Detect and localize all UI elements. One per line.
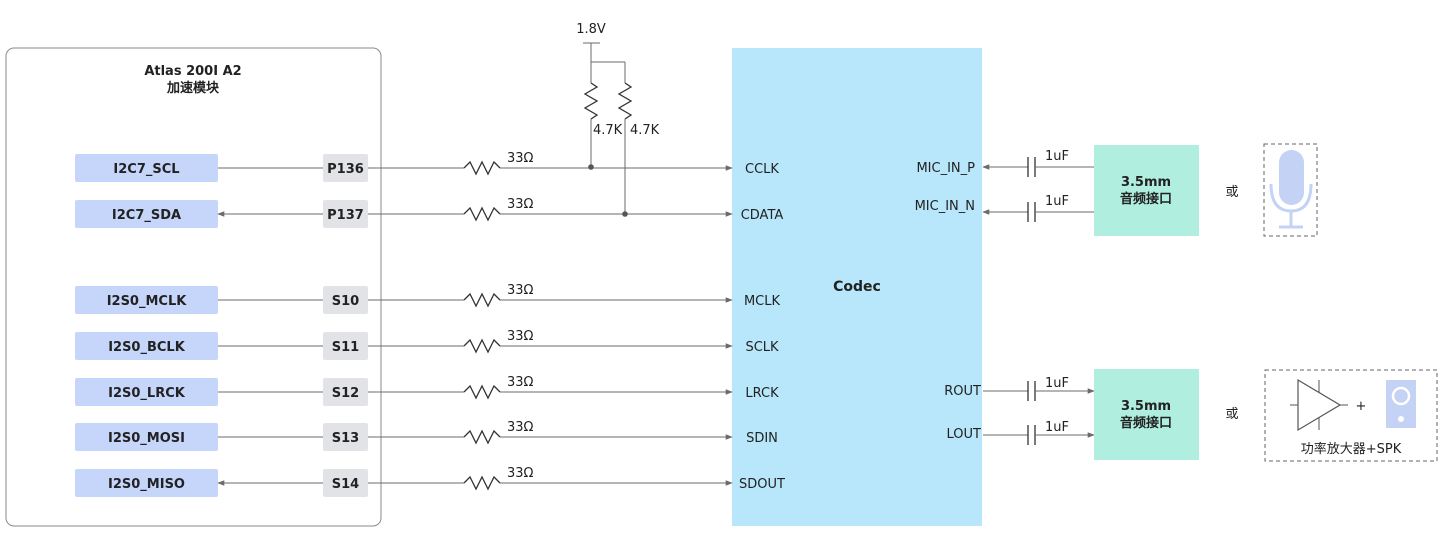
series-resistor [463, 384, 501, 400]
resistor-value: 33Ω [507, 283, 534, 298]
codec-pin-label: SCLK [745, 340, 779, 355]
signal-box [75, 286, 218, 314]
series-resistor [463, 475, 501, 491]
capacitor-value: 1uF [1045, 420, 1069, 435]
signal-box [75, 154, 218, 182]
amp-caption: 功率放大器+SPK [1301, 441, 1402, 457]
pin-label: S14 [332, 477, 359, 492]
codec-pin-rout: ROUT [944, 384, 981, 399]
codec-pin-mic-in-n: MIC_IN_N [915, 199, 975, 214]
codec-pin-mic-in-p: MIC_IN_P [916, 161, 975, 176]
signal-name: I2S0_LRCK [108, 386, 186, 401]
resistor-value: 33Ω [507, 420, 534, 435]
pin-label: P136 [327, 162, 364, 177]
pin-box [323, 469, 368, 497]
audio-output-path: ROUT 1uF LOUT 1uF 3.5mm 音频接口 或 + [944, 369, 1438, 462]
amplifier-icon [1290, 378, 1348, 432]
series-resistor [463, 206, 501, 222]
jack-label: 3.5mm [1121, 175, 1171, 190]
audio-jack-output [1094, 369, 1199, 460]
pin-box [323, 154, 368, 182]
signal-box [75, 423, 218, 451]
signal-name: I2C7_SDA [112, 208, 181, 223]
signal-name: I2S0_MOSI [108, 431, 185, 446]
signal-name: I2S0_BCLK [108, 340, 186, 355]
resistor-value: 33Ω [507, 197, 534, 212]
pin-label: P137 [327, 208, 364, 223]
microphone-icon [1263, 143, 1318, 237]
series-resistor [463, 292, 501, 308]
speaker-icon [1386, 380, 1416, 428]
supply-label: 1.8V [576, 22, 606, 37]
capacitor-value: 1uF [1045, 194, 1069, 209]
signal-box [75, 332, 218, 360]
codec-pin-label: CCLK [745, 162, 779, 177]
codec-pin-label: CDATA [741, 208, 784, 223]
pin-label: S12 [332, 386, 359, 401]
signal-row: I2C7_SCL P136 33Ω CCLK [75, 151, 779, 182]
pin-box [323, 332, 368, 360]
pullup-value-1: 4.7K [593, 123, 623, 138]
pin-box [323, 200, 368, 228]
signal-row: I2S0_BCLK S11 33Ω SCLK [75, 329, 779, 360]
or-label: 或 [1225, 407, 1238, 422]
signal-name: I2S0_MISO [108, 477, 185, 492]
resistor-value: 33Ω [507, 151, 534, 166]
codec-pin-label: MCLK [744, 294, 781, 309]
signal-row: I2S0_LRCK S12 33Ω LRCK [75, 375, 779, 406]
signal-name: I2C7_SCL [113, 162, 179, 177]
signal-name: I2S0_MCLK [107, 294, 188, 309]
codec-pin-lout: LOUT [947, 427, 982, 442]
codec-label: Codec [833, 279, 881, 295]
pullup-resistor-2 [617, 82, 633, 120]
module-title: Atlas 200I A2 [144, 64, 241, 79]
codec-pin-label: LRCK [745, 386, 779, 401]
capacitor-value: 1uF [1045, 149, 1069, 164]
pullup-value-2: 4.7K [630, 123, 660, 138]
junction-dot [622, 211, 628, 217]
jack-sublabel: 音频接口 [1120, 415, 1172, 431]
jack-sublabel: 音频接口 [1120, 191, 1172, 207]
series-resistor [463, 429, 501, 445]
or-label: 或 [1225, 185, 1238, 200]
module-subtitle: 加速模块 [166, 80, 220, 96]
capacitor-value: 1uF [1045, 376, 1069, 391]
pin-label: S13 [332, 431, 359, 446]
audio-jack-input [1094, 145, 1199, 236]
signal-row: I2S0_MISO S14 33Ω SDOUT [75, 466, 785, 497]
pullup-network: 1.8V 4.7K 4.7K [576, 22, 660, 217]
resistor-value: 33Ω [507, 329, 534, 344]
resistor-value: 33Ω [507, 466, 534, 481]
pullup-resistor-1 [583, 82, 599, 120]
signal-box [75, 378, 218, 406]
resistor-value: 33Ω [507, 375, 534, 390]
signal-row: I2S0_MCLK S10 33Ω MCLK [75, 283, 781, 314]
jack-label: 3.5mm [1121, 399, 1171, 414]
amp-plus: + [1356, 399, 1367, 414]
junction-dot [588, 164, 594, 170]
pin-label: S10 [332, 294, 359, 309]
series-resistor [463, 338, 501, 354]
signal-row: I2S0_MOSI S13 33Ω SDIN [75, 420, 778, 451]
codec-pin-label: SDIN [746, 431, 778, 446]
amplifier-speaker-group: + 功率放大器+SPK [1264, 369, 1438, 462]
pin-box [323, 286, 368, 314]
pin-box [323, 423, 368, 451]
pin-label: S11 [332, 340, 359, 355]
mic-input-path: MIC_IN_P 1uF MIC_IN_N 1uF 3.5mm 音频接口 或 [915, 143, 1318, 237]
signal-box [75, 200, 218, 228]
codec-pin-label: SDOUT [739, 477, 785, 492]
signal-box [75, 469, 218, 497]
pin-box [323, 378, 368, 406]
codec-block [732, 48, 982, 526]
signal-row: I2C7_SDA P137 33Ω CDATA [75, 197, 783, 228]
series-resistor [463, 160, 501, 176]
